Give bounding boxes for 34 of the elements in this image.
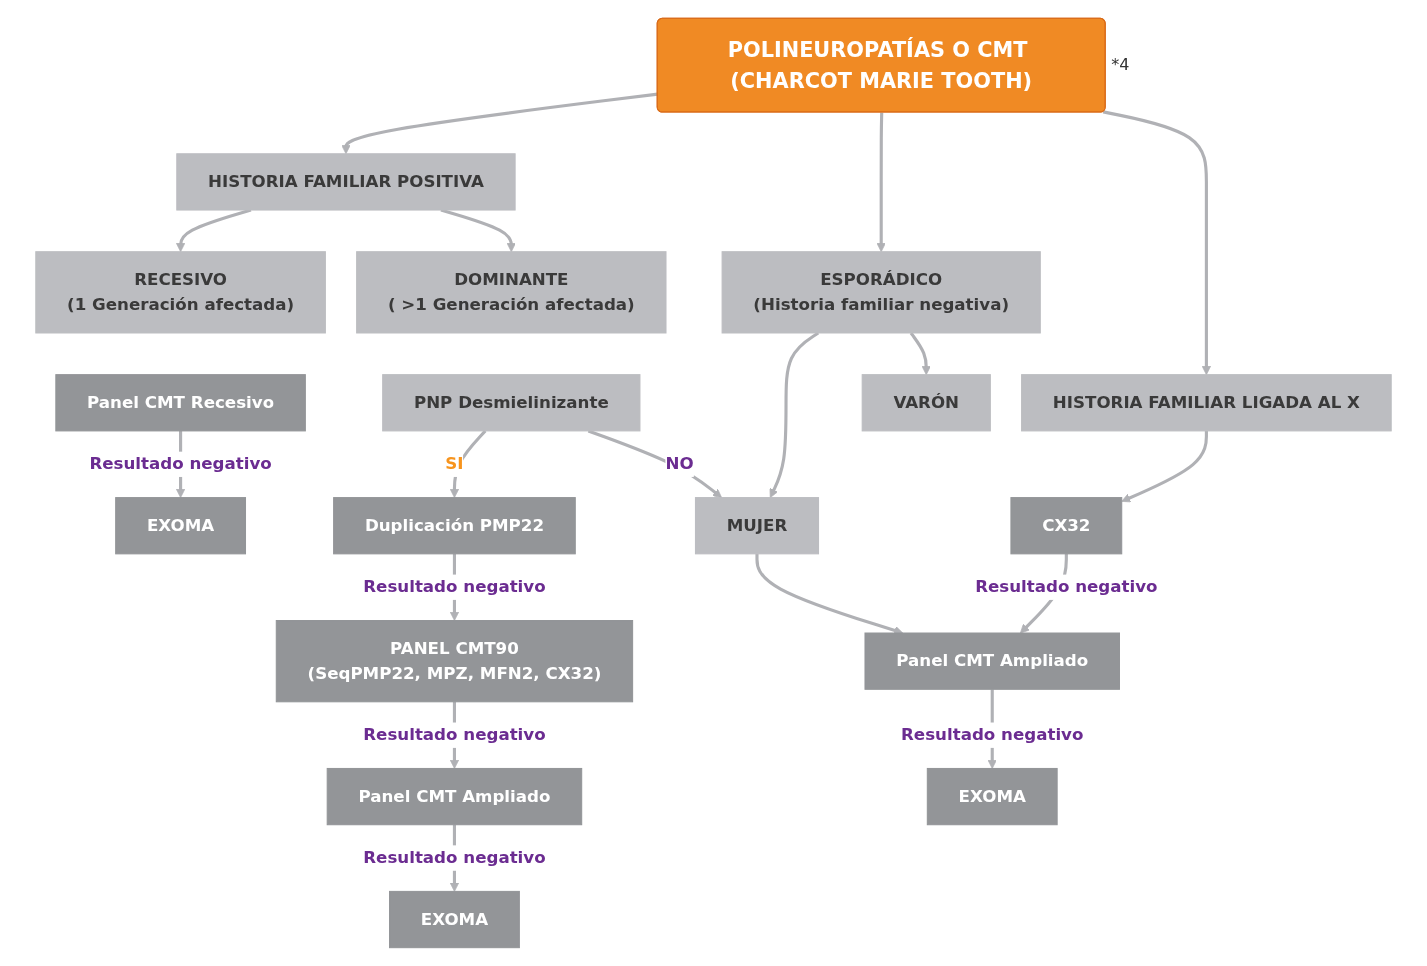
node-box <box>356 251 667 334</box>
edge-label: Resultado negativo <box>363 724 546 745</box>
arrow <box>769 331 820 498</box>
node-box <box>333 497 576 555</box>
node-box <box>326 767 583 826</box>
arrow <box>876 112 886 253</box>
node-box <box>864 632 1120 690</box>
arrow <box>341 92 658 155</box>
node-box <box>1021 374 1392 432</box>
edge-label: Resultado negativo <box>363 576 546 597</box>
arrow <box>909 332 931 376</box>
node-box <box>694 497 820 555</box>
node-box <box>861 374 991 432</box>
node-box <box>389 890 520 949</box>
arrow <box>755 553 904 635</box>
node-box <box>115 497 246 555</box>
footnote-mark: *4 <box>1111 55 1130 75</box>
edge-label: SI <box>445 453 464 474</box>
edge-label: Resultado negativo <box>975 576 1158 597</box>
node-box <box>275 620 634 703</box>
edge-label: Resultado negativo <box>363 847 546 868</box>
node-box <box>1010 497 1123 555</box>
edge-label: NO <box>665 453 694 474</box>
arrow <box>1102 110 1211 376</box>
node-box <box>382 374 641 432</box>
edge-label: Resultado negativo <box>901 724 1084 745</box>
node-box <box>55 374 306 432</box>
edge-label: Resultado negativo <box>89 453 272 474</box>
node-box <box>721 251 1041 334</box>
arrow <box>1121 430 1208 503</box>
node-box <box>35 251 326 334</box>
arrow <box>587 429 722 498</box>
node-box <box>176 153 516 211</box>
node-box <box>926 767 1058 826</box>
